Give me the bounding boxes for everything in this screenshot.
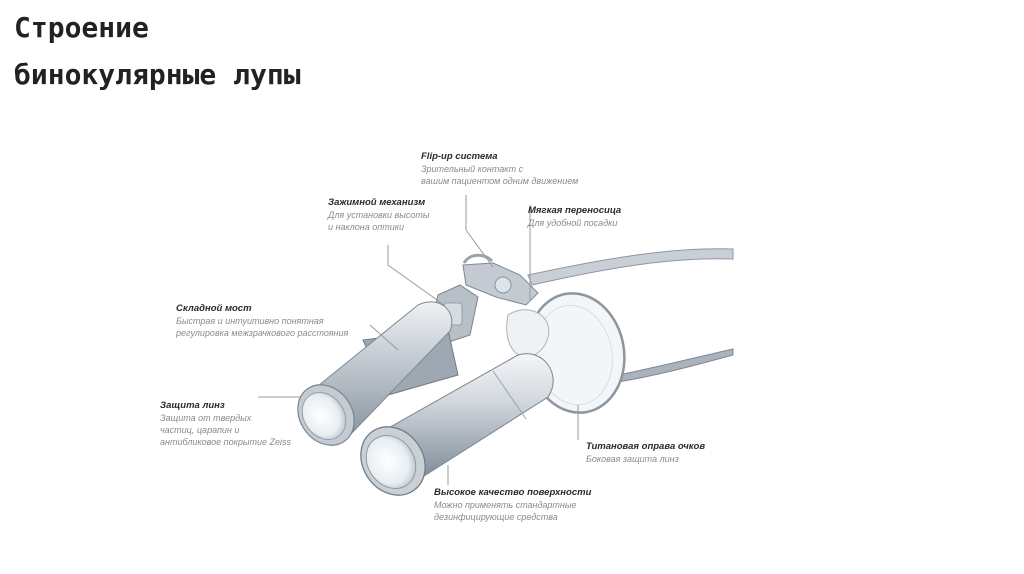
slide-title: Строение бинокулярные лупы <box>14 4 301 98</box>
title-line-1: Строение <box>14 11 149 44</box>
label-surface-quality: Высокое качество поверхности Можно приме… <box>434 487 591 523</box>
leader-clamp <box>388 245 444 305</box>
label-lens-protection-desc: Защита от твердых частиц, царапин и анти… <box>160 412 291 448</box>
label-titanium-frame-title: Титановая оправа очков <box>586 441 705 453</box>
label-lens-protection-title: Защита линз <box>160 400 291 412</box>
label-flip-up: Flip-up система Зрительный контакт с ваш… <box>421 151 578 187</box>
label-bridge-title: Складной мост <box>176 303 348 315</box>
label-titanium-frame: Титановая оправа очков Боковая защита ли… <box>586 441 705 465</box>
label-nosepad-title: Мягкая переносица <box>528 205 621 217</box>
label-lens-protection: Защита линз Защита от твердых частиц, ца… <box>160 400 291 448</box>
loupe-diagram: Flip-up система Зрительный контакт с ваш… <box>148 135 738 535</box>
label-bridge: Складной мост Быстрая и интуитивно понят… <box>176 303 348 339</box>
label-clamp: Зажимной механизм Для установки высоты и… <box>328 197 429 233</box>
label-clamp-title: Зажимной механизм <box>328 197 429 209</box>
label-nosepad-desc: Для удобной посадки <box>528 217 621 229</box>
label-flip-up-title: Flip-up система <box>421 151 578 163</box>
label-surface-quality-title: Высокое качество поверхности <box>434 487 591 499</box>
label-nosepad: Мягкая переносица Для удобной посадки <box>528 205 621 229</box>
label-clamp-desc: Для установки высоты и наклона оптики <box>328 209 429 233</box>
label-bridge-desc: Быстрая и интуитивно понятная регулировк… <box>176 315 348 339</box>
title-line-2: бинокулярные лупы <box>14 58 301 91</box>
label-titanium-frame-desc: Боковая защита линз <box>586 453 705 465</box>
label-flip-up-desc: Зрительный контакт с вашим пациентом одн… <box>421 163 578 187</box>
label-surface-quality-desc: Можно применять стандартные дезинфицирую… <box>434 499 591 523</box>
